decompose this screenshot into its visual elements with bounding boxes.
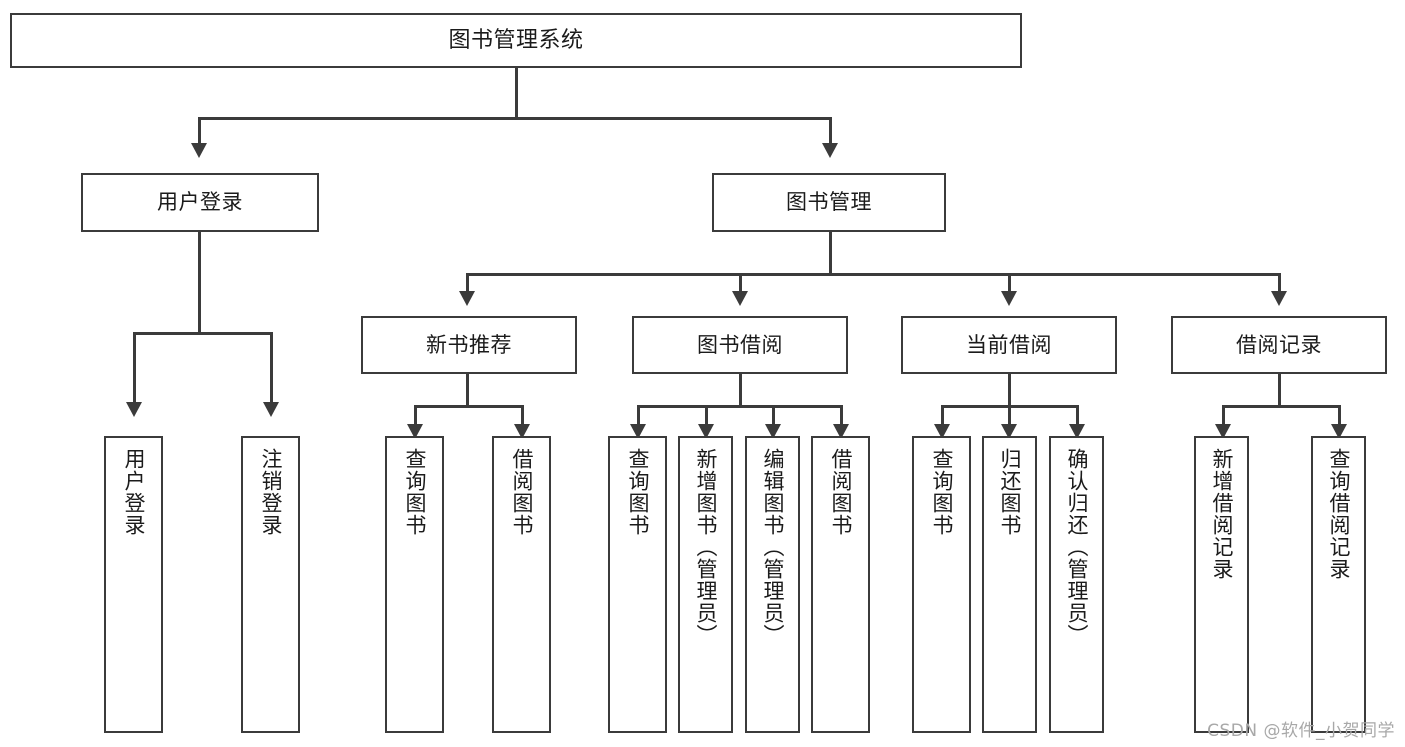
edge-book-mgmt-bus <box>466 273 1278 276</box>
leaf-query-books-borrow[interactable]: 查询图书 <box>608 436 667 733</box>
leaf-logout[interactable]: 注销登录 <box>241 436 300 733</box>
arrowhead-new-books-to-leaf-1 <box>407 424 423 439</box>
edge-book-mgmt-to-records <box>1278 273 1281 293</box>
leaf-confirm-return-admin[interactable]: 确认归还（管理员） <box>1049 436 1104 733</box>
arrowhead-book-mgmt-to-borrow <box>732 291 748 306</box>
node-label: 新书推荐 <box>426 332 512 357</box>
leaf-query-books-current[interactable]: 查询图书 <box>912 436 971 733</box>
arrowhead-borrow-to-leaf-1 <box>630 424 646 439</box>
edge-new-books-to-leaf-1 <box>414 405 417 427</box>
node-label: 图书管理系统 <box>448 27 584 53</box>
leaf-borrow-books-borrow[interactable]: 借阅图书 <box>811 436 870 733</box>
node-user-login[interactable]: 用户登录 <box>81 173 319 232</box>
node-label: 归还图书 <box>997 448 1022 536</box>
leaf-user-login[interactable]: 用户登录 <box>104 436 163 733</box>
node-label: 借阅图书 <box>828 448 853 536</box>
arrowhead-borrow-to-leaf-2 <box>698 424 714 439</box>
node-label: 查询图书 <box>625 448 650 536</box>
node-current-borrow[interactable]: 当前借阅 <box>901 316 1117 374</box>
edge-current-to-leaf-2 <box>1008 405 1011 427</box>
arrowhead-records-to-leaf-1 <box>1215 424 1231 439</box>
edge-borrow-to-leaf-4 <box>840 405 843 427</box>
arrowhead-current-to-leaf-2 <box>1001 424 1017 439</box>
arrowhead-current-to-leaf-1 <box>934 424 950 439</box>
node-root-system[interactable]: 图书管理系统 <box>10 13 1022 68</box>
edge-book-mgmt-to-new-books <box>466 273 469 293</box>
edge-records-bus <box>1222 405 1341 408</box>
edge-book-mgmt-stem <box>829 232 832 274</box>
edge-new-books-to-leaf-2 <box>521 405 524 427</box>
node-label: 确认归还（管理员） <box>1064 448 1089 646</box>
arrowhead-new-books-to-leaf-2 <box>514 424 530 439</box>
edge-current-stem <box>1008 374 1011 406</box>
node-label: 图书借阅 <box>697 332 783 357</box>
edge-records-to-leaf-1 <box>1222 405 1225 427</box>
node-label: 新增借阅记录 <box>1209 448 1234 580</box>
edge-borrow-to-leaf-1 <box>637 405 640 427</box>
arrowhead-borrow-to-leaf-4 <box>833 424 849 439</box>
arrowhead-book-mgmt-to-new-books <box>459 291 475 306</box>
node-new-book-recommend[interactable]: 新书推荐 <box>361 316 577 374</box>
node-label: 查询图书 <box>402 448 427 536</box>
node-label: 注销登录 <box>258 448 283 536</box>
node-borrow-records[interactable]: 借阅记录 <box>1171 316 1387 374</box>
arrowhead-user-login-to-leaf-1 <box>126 402 142 417</box>
node-label: 新增图书（管理员） <box>693 448 718 646</box>
edge-current-to-leaf-3 <box>1076 405 1079 427</box>
node-book-borrow[interactable]: 图书借阅 <box>632 316 848 374</box>
node-label: 当前借阅 <box>966 332 1052 357</box>
leaf-query-borrow-record[interactable]: 查询借阅记录 <box>1311 436 1366 733</box>
edge-root-stem <box>515 68 518 118</box>
arrowhead-current-to-leaf-3 <box>1069 424 1085 439</box>
edge-book-mgmt-to-current <box>1008 273 1011 293</box>
arrowhead-root-to-user-login <box>191 143 207 158</box>
node-label: 用户登录 <box>157 190 243 215</box>
node-label: 借阅图书 <box>509 448 534 536</box>
leaf-add-borrow-record[interactable]: 新增借阅记录 <box>1194 436 1249 733</box>
node-label: 编辑图书（管理员） <box>760 448 785 646</box>
node-label: 借阅记录 <box>1236 332 1322 357</box>
edge-root-bus <box>198 117 832 120</box>
edge-user-login-stem <box>198 232 201 333</box>
node-label: 图书管理 <box>786 190 872 215</box>
leaf-edit-book-admin[interactable]: 编辑图书（管理员） <box>745 436 800 733</box>
edge-borrow-to-leaf-3 <box>772 405 775 427</box>
leaf-query-books-recommend[interactable]: 查询图书 <box>385 436 444 733</box>
leaf-borrow-books-recommend[interactable]: 借阅图书 <box>492 436 551 733</box>
arrowhead-borrow-to-leaf-3 <box>765 424 781 439</box>
arrowhead-book-mgmt-to-current <box>1001 291 1017 306</box>
arrowhead-book-mgmt-to-records <box>1271 291 1287 306</box>
edge-current-to-leaf-1 <box>941 405 944 427</box>
edge-borrow-stem <box>739 374 742 406</box>
edge-records-to-leaf-2 <box>1338 405 1341 427</box>
edge-borrow-bus <box>637 405 842 408</box>
edge-borrow-to-leaf-2 <box>705 405 708 427</box>
edge-new-books-bus <box>414 405 524 408</box>
edge-user-login-bus <box>133 332 272 335</box>
node-label: 查询借阅记录 <box>1326 448 1351 580</box>
edge-book-mgmt-to-borrow <box>739 273 742 293</box>
edge-root-to-book-mgmt <box>829 117 832 145</box>
edge-records-stem <box>1278 374 1281 406</box>
edge-root-to-user-login <box>198 117 201 145</box>
leaf-add-book-admin[interactable]: 新增图书（管理员） <box>678 436 733 733</box>
arrowhead-root-to-book-mgmt <box>822 143 838 158</box>
leaf-return-books[interactable]: 归还图书 <box>982 436 1037 733</box>
node-label: 查询图书 <box>929 448 954 536</box>
edge-user-login-to-leaf-2 <box>270 332 273 404</box>
csdn-watermark: CSDN @软件_小贺同学 <box>1207 721 1395 741</box>
edge-new-books-stem <box>466 374 469 406</box>
edge-user-login-to-leaf-1 <box>133 332 136 404</box>
node-book-management[interactable]: 图书管理 <box>712 173 946 232</box>
node-label: 用户登录 <box>121 448 146 536</box>
arrowhead-user-login-to-leaf-2 <box>263 402 279 417</box>
arrowhead-records-to-leaf-2 <box>1331 424 1347 439</box>
